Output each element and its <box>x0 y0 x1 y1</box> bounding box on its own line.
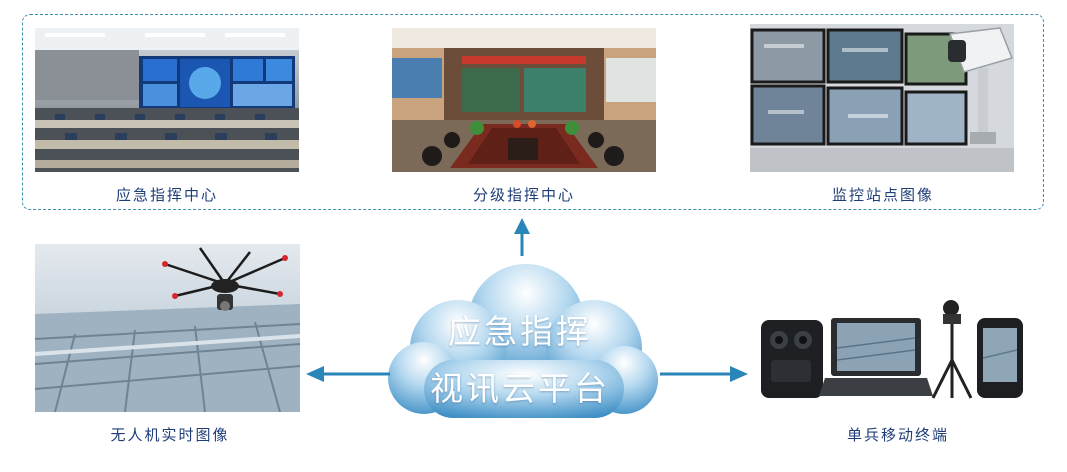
arrow-up-to-top-group <box>514 218 530 256</box>
arrow-left-to-drone <box>306 366 390 382</box>
arrow-right-to-terminal <box>660 366 748 382</box>
